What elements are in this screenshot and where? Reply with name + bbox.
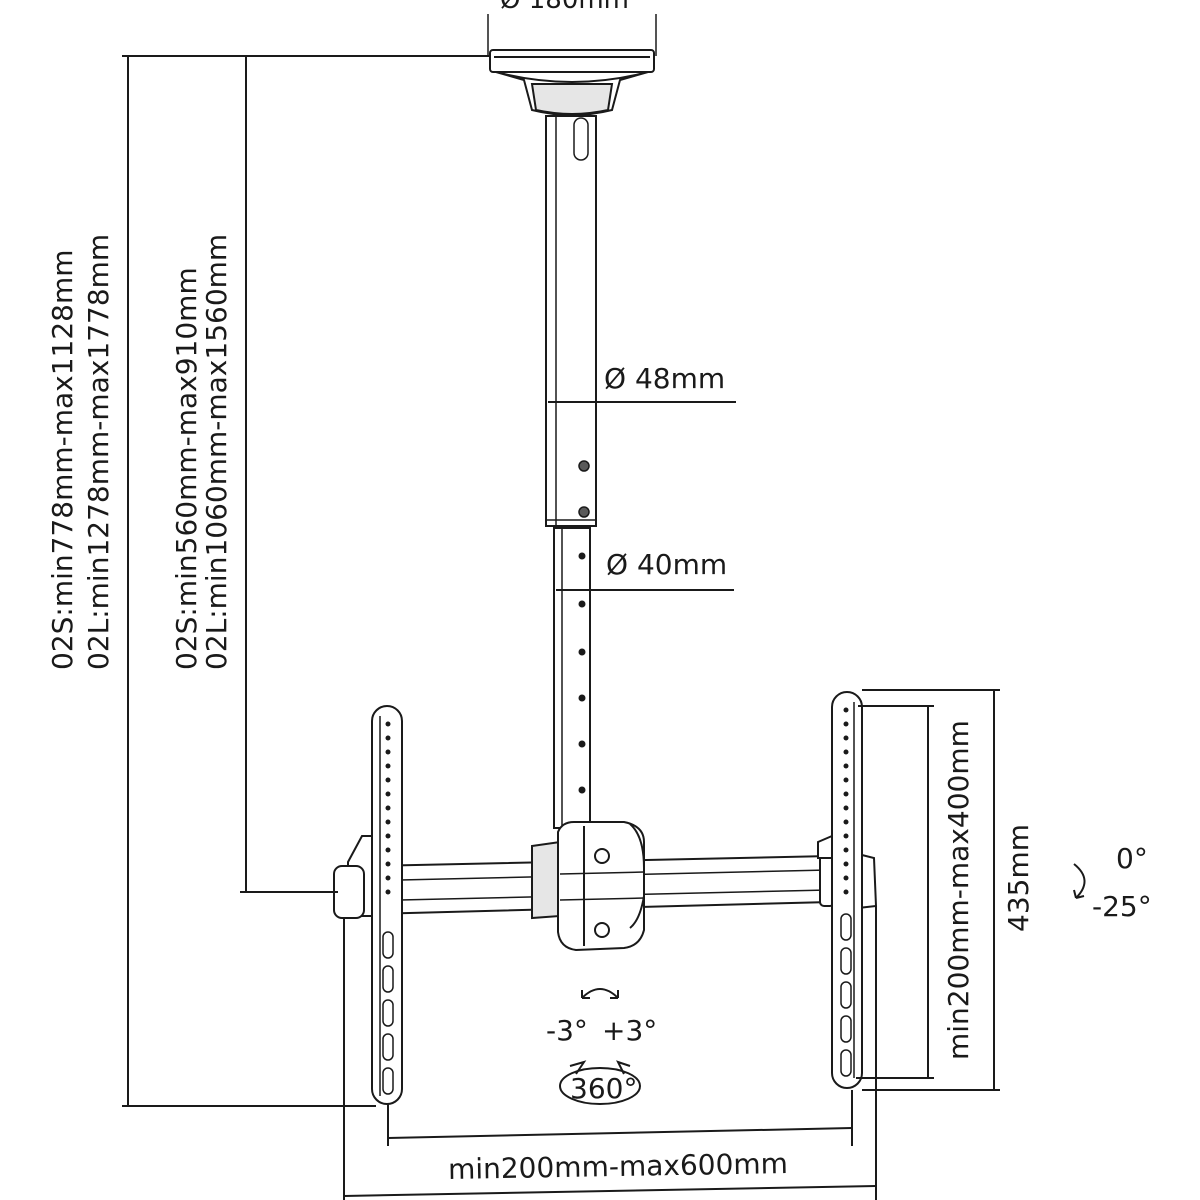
roll-plus-label: +3° bbox=[602, 1014, 657, 1047]
total-height-short-label: 02S:min778mm-max1128mm bbox=[46, 249, 79, 670]
curved-arrow-icon bbox=[1073, 863, 1086, 899]
arm-height-dimension bbox=[862, 689, 1000, 1091]
lower-pole-diameter-label: Ø 40mm bbox=[606, 548, 727, 581]
top-diameter-label: Ø 180mm bbox=[500, 0, 629, 15]
total-height-dimension bbox=[122, 55, 490, 1107]
upper-pole bbox=[545, 115, 597, 527]
roll-minus-label: -3° bbox=[546, 1014, 588, 1047]
vesa-vertical-dimension bbox=[856, 705, 934, 1079]
lower-pole bbox=[553, 527, 591, 829]
pole-length-dimension bbox=[240, 56, 338, 893]
pole-screw bbox=[578, 460, 590, 472]
pole-screw bbox=[578, 506, 590, 518]
upper-pole-diameter-label: Ø 48mm bbox=[604, 362, 725, 395]
ceiling-plate bbox=[487, 14, 657, 116]
pole-length-short-label: 02S:min560mm-max910mm bbox=[170, 267, 203, 670]
tilt-top-label: 0° bbox=[1116, 842, 1148, 875]
vesa-horizontal-label: min200mm-max600mm bbox=[448, 1147, 788, 1186]
tilt-bottom-label: -25° bbox=[1092, 890, 1152, 923]
vesa-vertical-label: min200mm-max400mm bbox=[942, 720, 975, 1060]
right-rail bbox=[817, 691, 878, 1089]
curved-double-arrow-icon bbox=[581, 988, 619, 999]
pole-length-long-label: 02L:min1060mm-max1560mm bbox=[200, 234, 233, 670]
vesa-horizontal-dimension bbox=[343, 906, 877, 1200]
total-height-long-label: 02L:min1278mm-max1778mm bbox=[82, 234, 115, 670]
rotation-label: 360° bbox=[570, 1072, 637, 1105]
pivot-block bbox=[531, 821, 645, 952]
rotate-360-icon bbox=[559, 1060, 641, 1105]
arm-height-label: 435mm bbox=[1002, 824, 1035, 932]
